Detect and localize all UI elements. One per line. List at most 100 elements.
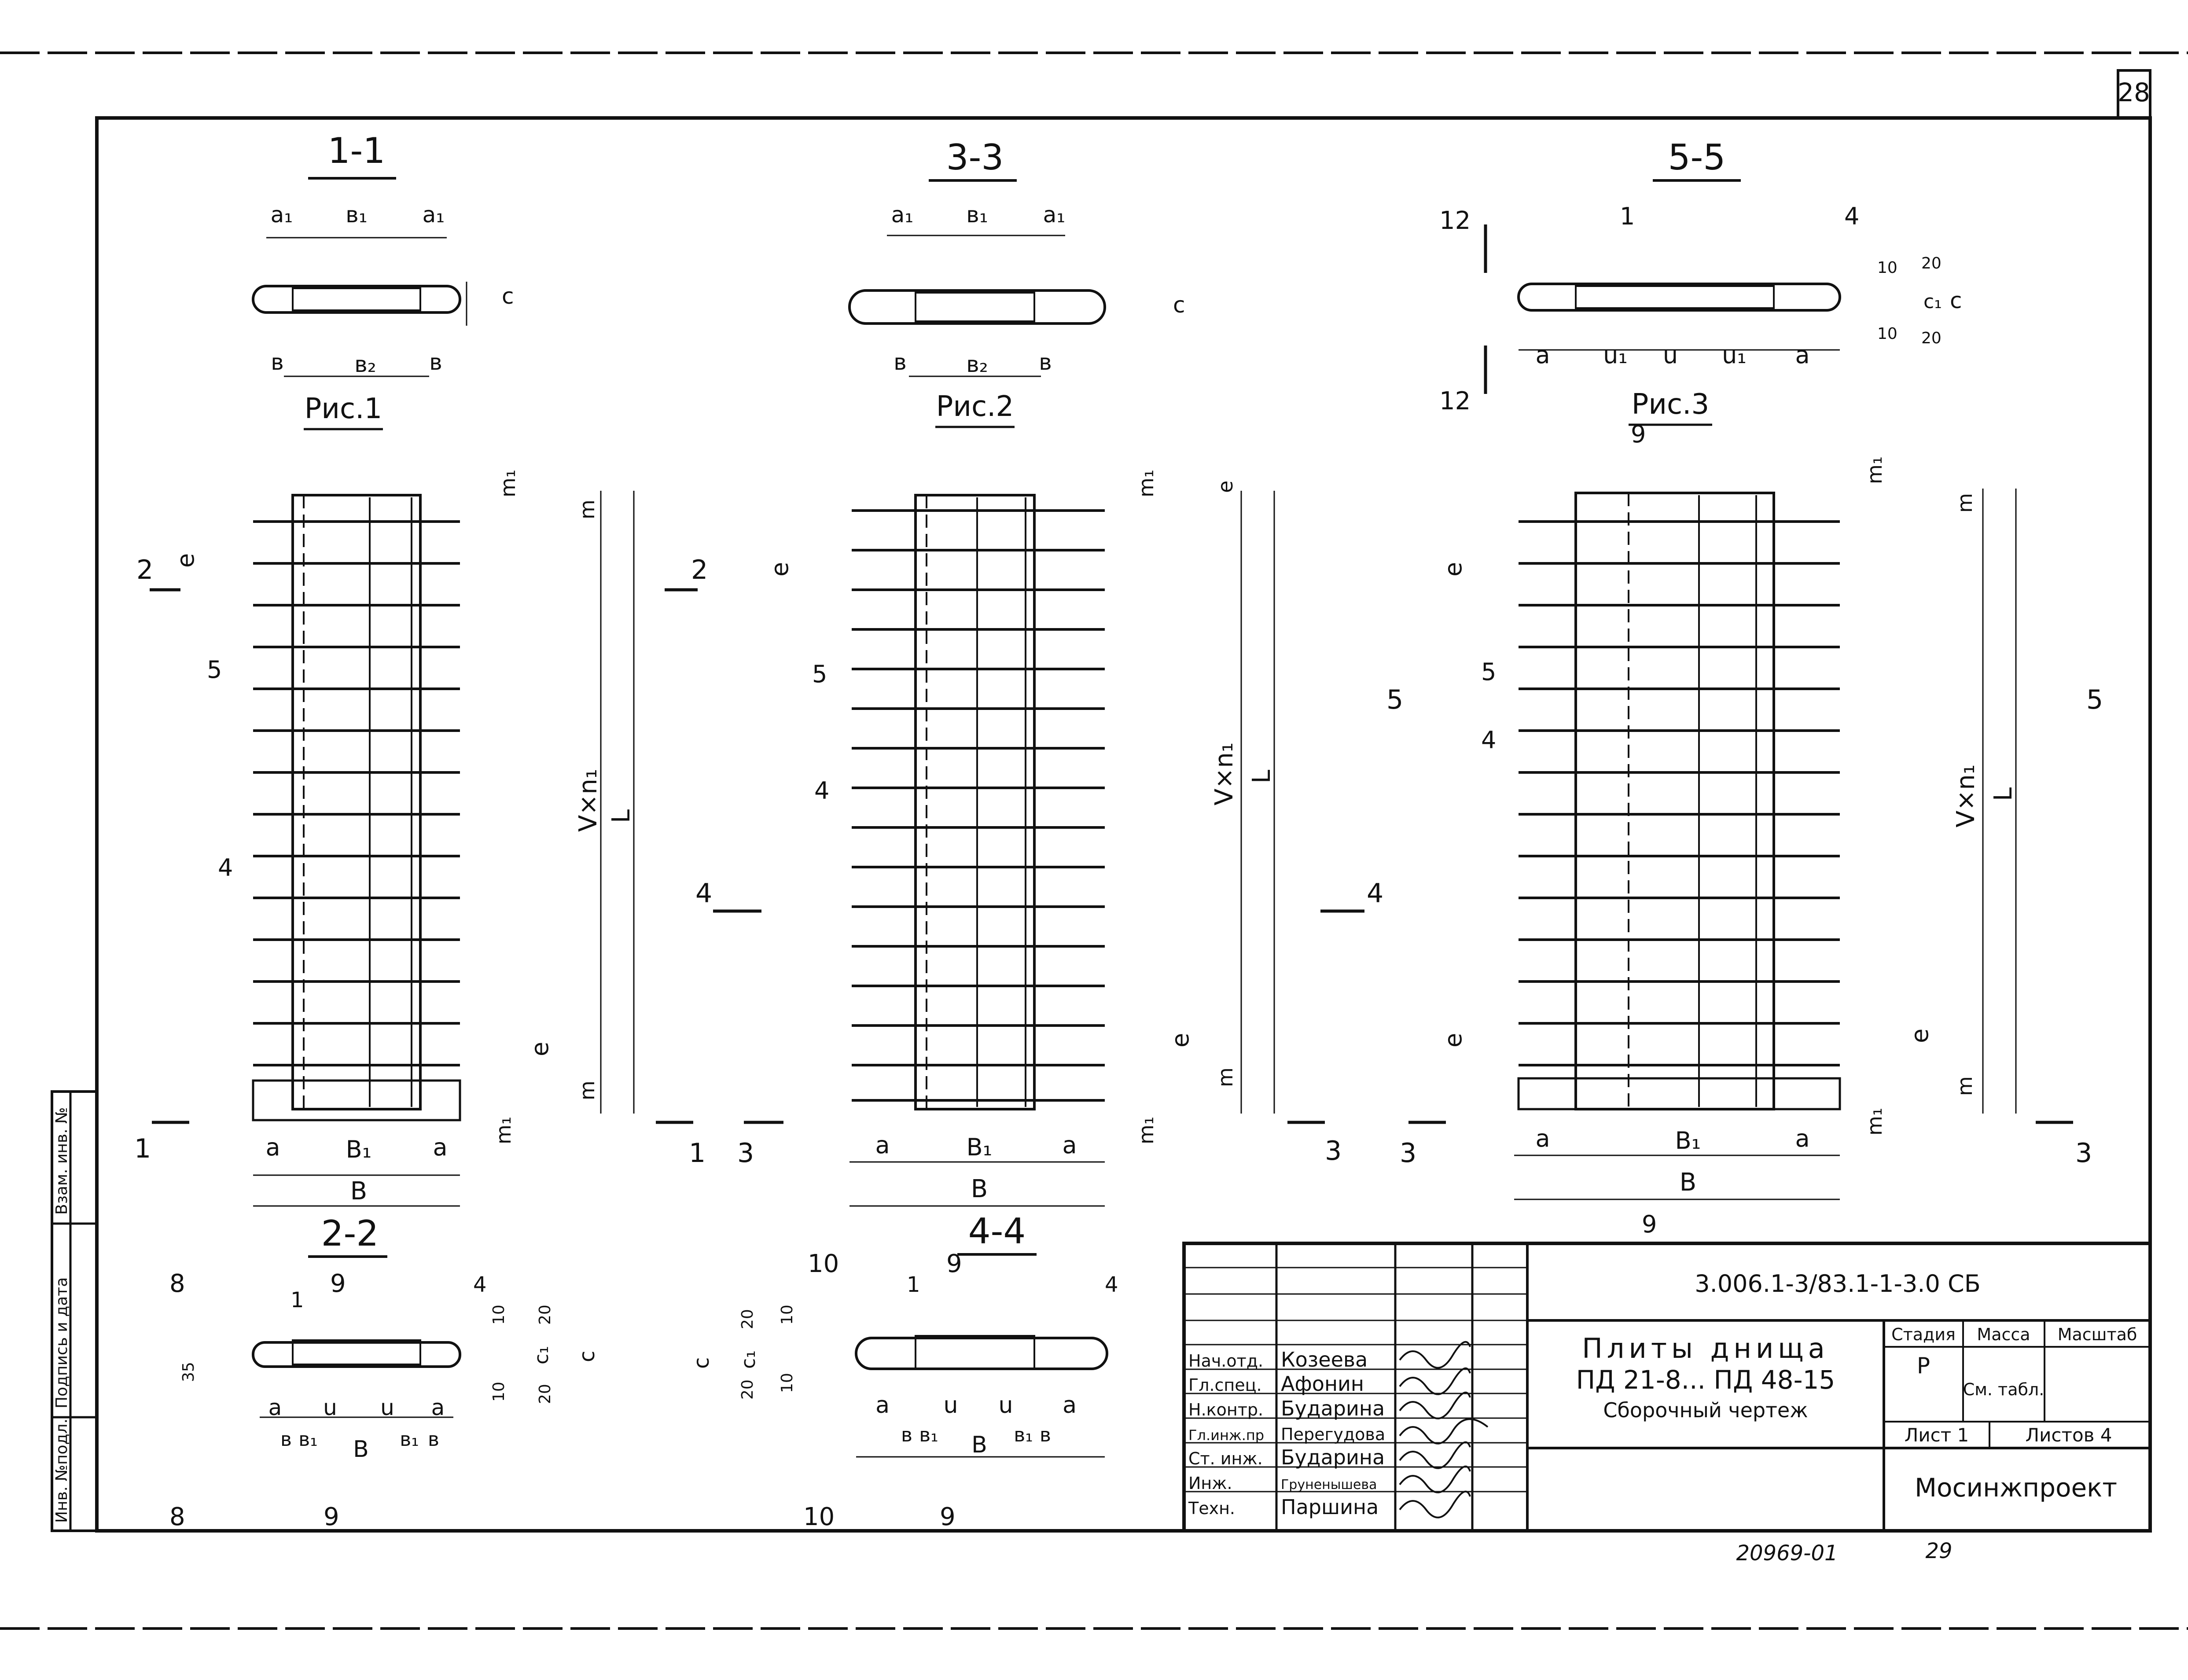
dim-B1: B₁ [1675, 1127, 1701, 1154]
dim-a: a [433, 1133, 447, 1161]
side-stamp-replace: Взам. инв. № [53, 1107, 71, 1215]
dim-m: m [1214, 1067, 1237, 1087]
staff-name-2: Бударина [1281, 1397, 1385, 1420]
dim-b: в [428, 1428, 439, 1451]
dim-a: a [1063, 1392, 1077, 1419]
fig1-label: Рис.1 [305, 393, 382, 425]
mass-value: См. табл. [1963, 1380, 2045, 1399]
section-4-4: 4-4 10 10 9 9 1 4 c c₁ 20 10 20 10 a u u… [689, 1211, 1118, 1531]
title-line2: ПД 21-8... ПД 48-15 [1576, 1365, 1835, 1395]
fig3-bars [1519, 495, 1840, 1107]
mark-12: 12 [1439, 387, 1471, 415]
dim-b1: в₁ [400, 1428, 419, 1451]
mark-3: 3 [2075, 1138, 2092, 1169]
section-1-1: 1-1 a₁ в₁ a₁ c в в₂ в Рис.1 [252, 130, 514, 430]
dim-B: B [971, 1175, 988, 1203]
mark-1: 1 [907, 1272, 920, 1297]
dim-e: e [526, 1042, 554, 1056]
dim-u: u [323, 1395, 337, 1420]
mark-2: 2 [691, 555, 708, 585]
dim-u1: u₁ [1722, 341, 1747, 369]
dim-a: a [1535, 341, 1550, 369]
dim-a: a [1062, 1131, 1077, 1159]
page-number: 28 [2118, 77, 2150, 107]
dim-b: в [271, 349, 283, 375]
dim-e: e [1906, 1029, 1934, 1043]
plan-fig1: a B₁ a B V×n₁ L m₁ m e e m m₁ 5 4 2 2 1 … [134, 470, 708, 1207]
dim-a: a [1795, 341, 1809, 369]
section-3-3: 3-3 a₁ в₁ a₁ c в в₂ в Рис.2 [848, 137, 1185, 428]
dim-e: e [1166, 1033, 1194, 1048]
title-line3: Сборочный чертеж [1603, 1398, 1808, 1422]
mark-10: 10 [808, 1250, 839, 1278]
dim-b2: в₂ [966, 352, 988, 377]
dim-b1: в₁ [346, 202, 368, 228]
dim-b: в [1040, 1424, 1051, 1446]
bottom-page: 29 [1925, 1539, 1952, 1563]
signatures [1399, 1341, 1489, 1518]
dim-m1: m₁ [496, 470, 520, 497]
mark-5: 5 [1386, 684, 1403, 715]
dim-e: e [1214, 481, 1237, 493]
mark-5: 5 [207, 656, 222, 684]
dim-m1: m₁ [1863, 1108, 1886, 1136]
mark-8: 8 [169, 1269, 185, 1298]
mark-1: 1 [291, 1288, 304, 1312]
mark-9: 9 [946, 1250, 962, 1278]
dim-B: B [350, 1177, 367, 1206]
dim-10: 10 [778, 1305, 796, 1325]
section-2-2-label: 2-2 [321, 1213, 379, 1254]
mark-4: 4 [1105, 1272, 1118, 1297]
dim-a: a [1535, 1125, 1550, 1152]
staff-name-6: Паршина [1281, 1495, 1379, 1519]
dim-vn1: V×n₁ [574, 769, 603, 832]
side-stamp: Инв. №подл. Подпись и дата Взам. инв. № [51, 1090, 98, 1532]
mark-4: 4 [814, 777, 829, 805]
mark-4: 4 [1844, 202, 1859, 230]
plan-fig3: a B₁ a B V×n₁ L m₁ m e e e m m₁ 5 4 9 9 … [1386, 420, 2103, 1238]
dim-20: 20 [739, 1309, 757, 1329]
mark-4: 4 [473, 1272, 487, 1297]
dim-b1: в₁ [1014, 1424, 1033, 1446]
mark-9: 9 [324, 1503, 339, 1531]
dim-c1: c₁ [530, 1346, 553, 1364]
dim-c1: c₁ [737, 1350, 760, 1369]
dim-B1: B₁ [346, 1136, 372, 1163]
staff-role-6: Техн. [1188, 1499, 1235, 1518]
dim-a: a [1795, 1125, 1809, 1152]
mark-4: 4 [1367, 878, 1383, 909]
dim-b: в [429, 349, 442, 375]
dim-m1: m₁ [1134, 1117, 1158, 1144]
dim-m: m [1953, 493, 1977, 513]
dim-c: c [575, 1351, 599, 1362]
mark-4: 4 [695, 878, 712, 909]
dim-20: 20 [536, 1384, 554, 1404]
bottom-number: 20969-01 [1736, 1541, 1838, 1566]
dim-m1: m₁ [1863, 456, 1886, 484]
dim-10: 10 [1877, 259, 1897, 277]
title-line1: Плиты днища [1582, 1332, 1829, 1364]
section-5-5: 5-5 1 4 12 12 a u₁ u u₁ a c c₁ 10 20 10 … [1439, 137, 1962, 426]
dim-vn1: V×n₁ [1210, 743, 1239, 805]
dim-B: B [1680, 1168, 1696, 1197]
dim-b1: в₁ [919, 1424, 938, 1446]
staff-role-3: Гл.инж.пр [1188, 1427, 1264, 1444]
staff-role-1: Гл.спец. [1188, 1375, 1262, 1395]
dim-L: L [1247, 770, 1276, 783]
dim-vn1: V×n₁ [1952, 765, 1980, 827]
dim-m: m [575, 1081, 599, 1100]
dim-m1: m₁ [492, 1117, 515, 1144]
dim-c: c [1173, 292, 1185, 318]
dim-c: c [689, 1357, 714, 1369]
organization: Мосинжпроект [1915, 1473, 2117, 1503]
mark-3: 3 [1400, 1138, 1416, 1169]
dim-b: в [901, 1424, 912, 1446]
dim-20: 20 [1921, 254, 1942, 272]
mark-9: 9 [330, 1269, 346, 1298]
mark-5: 5 [2086, 684, 2103, 715]
dim-b1: в₁ [298, 1428, 318, 1451]
dim-m: m [1953, 1076, 1977, 1096]
plan-fig2: a B₁ a B V×n₁ L m₁ e e e m m₁ 5 4 3 3 [737, 470, 1342, 1207]
mass-label: Масса [1977, 1325, 2030, 1344]
